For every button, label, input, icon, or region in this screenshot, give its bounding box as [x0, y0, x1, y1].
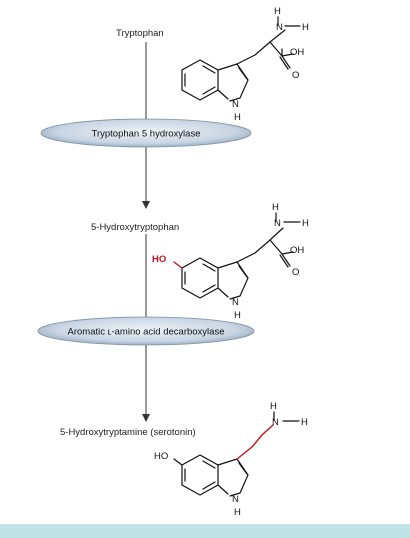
compound-label-tryptophan: Tryptophan [116, 28, 164, 39]
compound-label-serotonin: 5-Hydroxytryptamine (serotonin) [60, 427, 196, 438]
structure-5-hydroxytryptophan [181, 212, 301, 300]
structure-tryptophan [181, 16, 301, 102]
enzyme-label-aadc: Aromatic ʟ-amino acid decarboxylase [68, 327, 225, 338]
htp-atom-H-right: H [302, 218, 309, 229]
htp-atom-O: O [292, 267, 299, 278]
htp-atom-H-top: H [272, 202, 279, 213]
ser-atom-H-right: H [301, 417, 308, 428]
enzyme-label-tph: Tryptophan 5 hydroxylase [92, 129, 201, 140]
htp-atom-N: N [274, 218, 281, 229]
ser-atom-HO: HO [154, 451, 168, 462]
structure-serotonin [173, 411, 300, 497]
compound-label-5-htp: 5-Hydroxytryptophan [91, 222, 179, 233]
trp-atom-N: N [276, 22, 283, 33]
trp-atom-OH: OH [290, 47, 304, 58]
trp-atom-H-top: H [274, 6, 281, 17]
ser-atom-H-top: H [270, 401, 277, 412]
htp-atom-ring-N: N [232, 297, 239, 308]
htp-hydroxyl-bond [173, 261, 183, 269]
ser-atom-ring-N: N [232, 494, 239, 505]
trp-atom-ring-H: H [234, 112, 241, 123]
serotonin-ethylamine-chain [236, 424, 274, 460]
bottom-accent-band [0, 524, 410, 538]
htp-atom-OH: OH [290, 245, 304, 256]
htp-atom-ring-H: H [234, 310, 241, 321]
enzyme-ellipse-tph [40, 118, 252, 148]
trp-atom-ring-N: N [232, 99, 239, 110]
enzyme-ellipse-aadc [37, 316, 255, 346]
ser-atom-N: N [272, 417, 279, 428]
trp-atom-H-right: H [302, 22, 309, 33]
htp-atom-HO: HO [152, 254, 166, 265]
trp-atom-O: O [292, 70, 299, 81]
ser-atom-ring-H: H [234, 507, 241, 518]
